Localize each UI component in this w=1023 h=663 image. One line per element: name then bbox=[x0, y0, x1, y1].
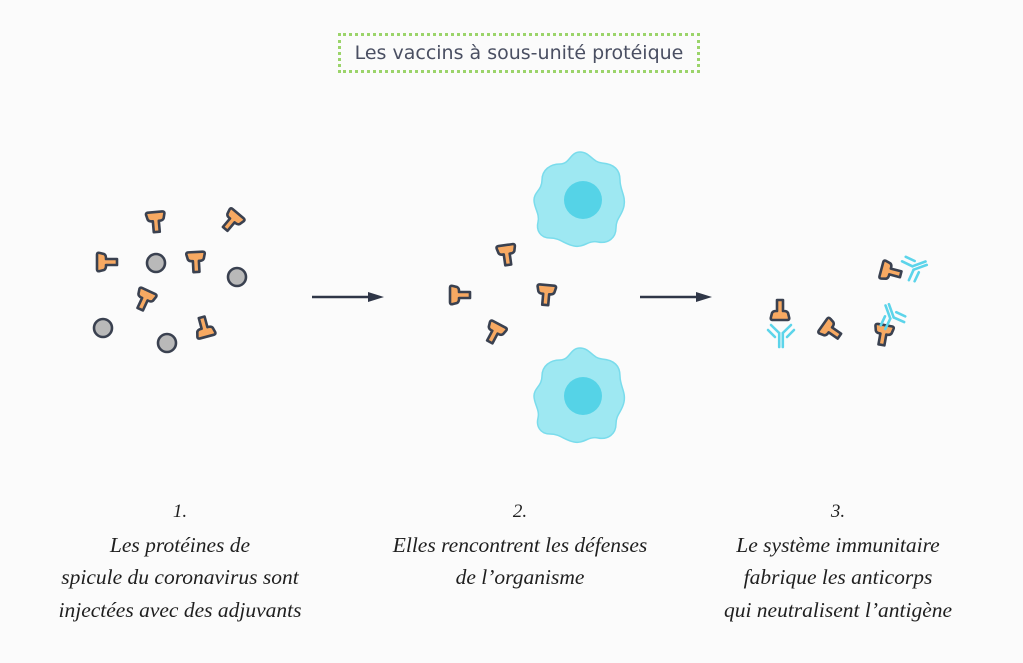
step-1-caption: 1. Les protéines de spicule du coronavir… bbox=[30, 496, 330, 626]
adjuvant-particle bbox=[92, 317, 114, 339]
spike-protein bbox=[816, 315, 846, 346]
caption-line: Le système immunitaire bbox=[736, 532, 940, 557]
step-1-illustration bbox=[92, 206, 248, 354]
antibody bbox=[766, 323, 796, 349]
step-3-illustration bbox=[766, 249, 932, 349]
caption-line: spicule du coronavirus sont bbox=[61, 565, 299, 589]
spike-protein bbox=[130, 285, 159, 315]
step-number: 2. bbox=[512, 501, 528, 522]
caption-line: fabrique les anticorps bbox=[743, 565, 933, 589]
spike-protein bbox=[495, 242, 519, 268]
caption-line: injectées avec des adjuvants bbox=[58, 597, 302, 622]
spike-protein bbox=[95, 251, 119, 273]
caption-line: de l’organisme bbox=[455, 565, 585, 589]
cell-nucleus bbox=[564, 377, 602, 415]
adjuvant-particle bbox=[145, 252, 167, 274]
caption-line: qui neutralisent l’antigène bbox=[723, 597, 953, 622]
step-2-caption: 2. Elles rencontrent les défenses de l’o… bbox=[365, 496, 675, 594]
spike-protein bbox=[144, 209, 168, 235]
arrow-step-1-to-2 bbox=[312, 292, 384, 302]
caption-line: Elles rencontrent les défenses bbox=[392, 532, 648, 557]
spike-protein bbox=[480, 318, 509, 348]
step-3-caption: 3. Le système immunitaire fabrique les a… bbox=[688, 496, 988, 626]
spike-protein bbox=[191, 313, 218, 341]
step-number: 1. bbox=[172, 501, 188, 522]
diagram-title: Les vaccins à sous-unité protéique bbox=[338, 33, 700, 73]
adjuvant-particle bbox=[156, 332, 178, 354]
spike-protein bbox=[448, 284, 472, 306]
spike-protein bbox=[184, 250, 208, 274]
step-number: 3. bbox=[830, 501, 846, 522]
adjuvant-particle bbox=[226, 266, 248, 288]
cell-nucleus bbox=[564, 181, 602, 219]
immune-cell bbox=[533, 151, 626, 248]
immune-cell bbox=[533, 347, 626, 444]
antibody bbox=[899, 249, 932, 285]
spike-protein bbox=[216, 206, 247, 237]
spike-protein bbox=[534, 282, 558, 308]
caption-line: Les protéines de bbox=[109, 532, 251, 557]
arrow-step-2-to-3 bbox=[640, 292, 712, 302]
step-2-illustration bbox=[448, 151, 626, 444]
spike-protein bbox=[871, 322, 896, 348]
spike-protein bbox=[769, 298, 791, 322]
spike-protein bbox=[877, 258, 905, 285]
